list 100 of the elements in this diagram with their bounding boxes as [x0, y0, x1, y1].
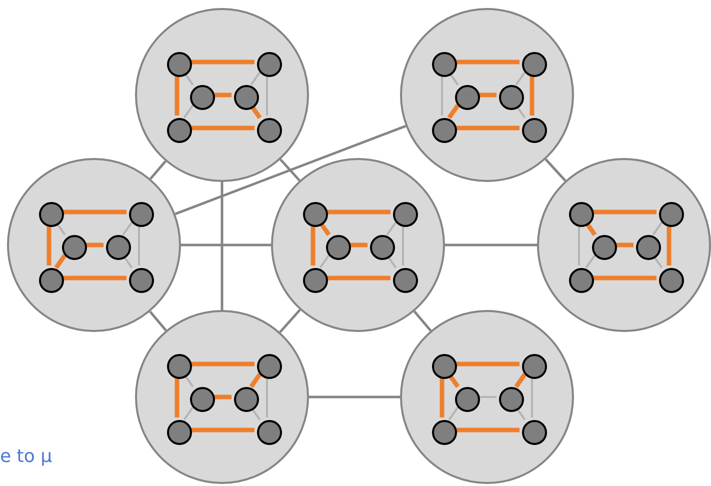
graph-edge [578, 224, 580, 266]
vertex-dot [432, 354, 456, 378]
graph-edge [249, 372, 262, 388]
graph-edge [326, 276, 390, 280]
graph-edge [212, 92, 232, 98]
vertex-dot [522, 354, 546, 378]
graph-edge [652, 222, 663, 236]
graph-edge [478, 396, 496, 398]
vertex-dot [62, 234, 86, 260]
graph-edge [592, 276, 656, 280]
vertex-dot [498, 386, 524, 412]
graph-edge [666, 224, 672, 266]
graph-edge [62, 210, 126, 214]
vertex-dot [256, 52, 282, 76]
graph-edge [454, 126, 520, 130]
graph-edge [319, 254, 330, 268]
graph-edge [46, 224, 52, 266]
connector-line [413, 310, 432, 332]
connector-line [445, 244, 537, 246]
connector-line [149, 310, 167, 332]
vertex-dot [522, 118, 546, 142]
graph-edge [614, 242, 634, 248]
graph-edge [62, 276, 126, 280]
graph-edge [531, 376, 533, 418]
graph-edge [122, 222, 133, 236]
vertex-dot [522, 420, 546, 444]
graph-edge [441, 74, 443, 116]
vertex-dot [592, 234, 616, 260]
connector-line [279, 309, 301, 333]
vertex-dot [256, 118, 282, 142]
connector-line [544, 158, 566, 182]
graph-edge [454, 362, 520, 366]
vertex-dot [522, 52, 546, 76]
graph-edge [266, 376, 268, 418]
graph-edge [447, 104, 460, 120]
graph-edge [386, 222, 397, 236]
graph-edge [402, 224, 404, 266]
vertex-dot [166, 118, 192, 142]
graph-edge [183, 104, 194, 118]
connector-line [181, 244, 271, 246]
vertex-dot [256, 420, 282, 444]
vertex-dot [432, 420, 456, 444]
vertex-dot [302, 202, 328, 226]
graph-edge [454, 428, 520, 432]
graph-edge [515, 72, 526, 86]
vertex-dot [234, 84, 258, 110]
graph-edge [592, 210, 656, 214]
graph-edge [212, 394, 232, 400]
graph-edge [348, 242, 368, 248]
vertex-dot [498, 84, 524, 110]
vertex-dot [454, 84, 480, 110]
graph-edge [183, 406, 194, 420]
graph-edge [585, 254, 596, 268]
graph-edge [266, 74, 268, 116]
graph-edge [174, 376, 180, 418]
graph-edge [440, 376, 444, 418]
vertex-dot [128, 202, 154, 226]
graph-edge [190, 60, 254, 64]
vertex-dot [190, 84, 214, 110]
vertex-dot [392, 268, 418, 292]
vertex-dot [568, 268, 594, 292]
graph-edge [310, 224, 316, 266]
vertex-dot [432, 118, 456, 142]
vertex-dot [128, 268, 154, 292]
graph-edge [514, 372, 527, 388]
note-text: e to μ [0, 446, 52, 467]
graph-edge [138, 224, 140, 266]
connector-line [174, 124, 406, 216]
vertex-dot [256, 354, 282, 378]
graph-edge [190, 362, 254, 366]
graph-edge [54, 254, 67, 270]
graph-edge [530, 74, 534, 116]
vertex-dot [658, 268, 684, 292]
vertex-dot [658, 202, 684, 226]
vertex-dot [234, 386, 258, 412]
graph-edge [84, 242, 104, 248]
connector-line [150, 160, 166, 180]
graph-edge [190, 428, 254, 432]
graph-edge [174, 74, 180, 116]
connector-line [309, 396, 400, 398]
vertex-dot [370, 234, 394, 260]
graph-edge [250, 72, 261, 86]
vertex-dot [302, 268, 328, 292]
vertex-dot [636, 234, 660, 260]
graph-edge [448, 406, 459, 420]
vertex-dot [432, 52, 456, 76]
vertex-dot [166, 354, 192, 378]
graph-edge [454, 60, 520, 64]
connector-line [280, 158, 300, 182]
connector-line [220, 182, 224, 310]
vertex-dot [166, 52, 192, 76]
graph-edge [326, 210, 390, 214]
graph-edge [190, 126, 254, 130]
vertex-dot [38, 268, 64, 292]
graph-edge [478, 92, 496, 98]
vertex-dot [392, 202, 418, 226]
vertex-dot [326, 234, 350, 260]
vertex-dot [454, 386, 480, 412]
vertex-dot [166, 420, 192, 444]
vertex-dot [106, 234, 130, 260]
